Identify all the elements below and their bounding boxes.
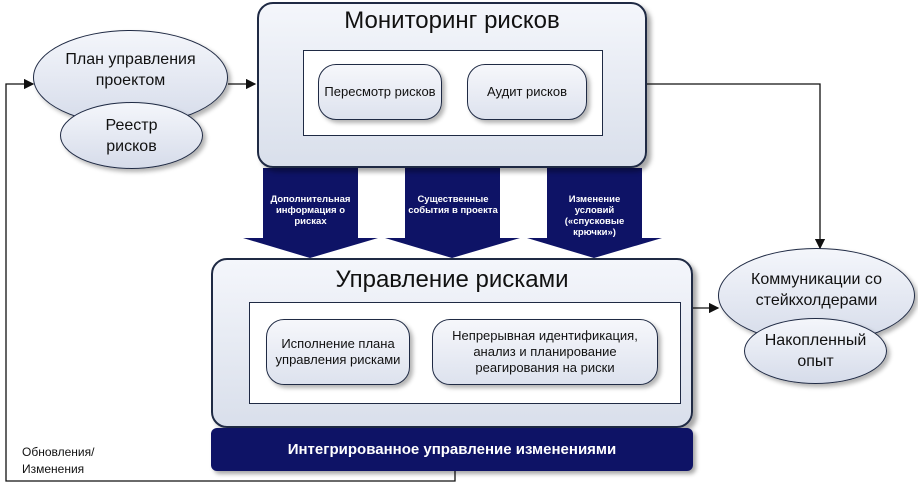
risk-audit-pill: Аудит рисков [467,64,587,120]
monitoring-inner-box: Пересмотр рисков Аудит рисков [303,50,603,136]
label-additional-info: Дополнительная информация о рисках [270,194,351,227]
down-arrow-conditions-change [527,168,662,258]
communications-ellipse: Коммуникации со стейкхолдерами [718,248,915,343]
integrated-change-management-bar: Интегрированное управление изменениями [211,428,693,471]
continuous-identification-pill: Непрерывная идентификация, анализ и план… [432,319,658,385]
arrow-monitoring-to-communications [647,83,826,250]
label-conditions-change: Изменение условий («спусковые крючки») [564,194,625,238]
risk-management-title: Управление рисками [335,266,569,293]
experience-ellipse: Накопленный опыт [744,318,887,384]
plan-execution-pill: Исполнение плана управления рисками [266,319,410,385]
down-arrow-significant-events [385,168,520,258]
monitoring-box: Мониторинг рисков Пересмотр рисков Аудит… [257,2,647,168]
monitoring-title: Мониторинг рисков [344,7,560,34]
risk-management-inner-box: Исполнение плана управления рисками Непр… [249,302,681,404]
risk-management-box: Управление рисками Исполнение плана упра… [211,258,693,428]
arrow-updates-loop [5,78,456,482]
down-arrow-additional-info [243,168,378,258]
label-significant-events: Существенные события в проекта [408,194,498,216]
project-plan-ellipse: План управления проектом [33,30,228,125]
updates-changes-label: Обновления/ Изменения [22,445,95,476]
risk-register-ellipse: Реестр рисков [60,102,203,169]
communications-label: Коммуникации со стейкхолдерами [751,271,882,309]
project-plan-label: План управления проектом [65,51,196,89]
risk-review-pill: Пересмотр рисков [318,64,442,120]
